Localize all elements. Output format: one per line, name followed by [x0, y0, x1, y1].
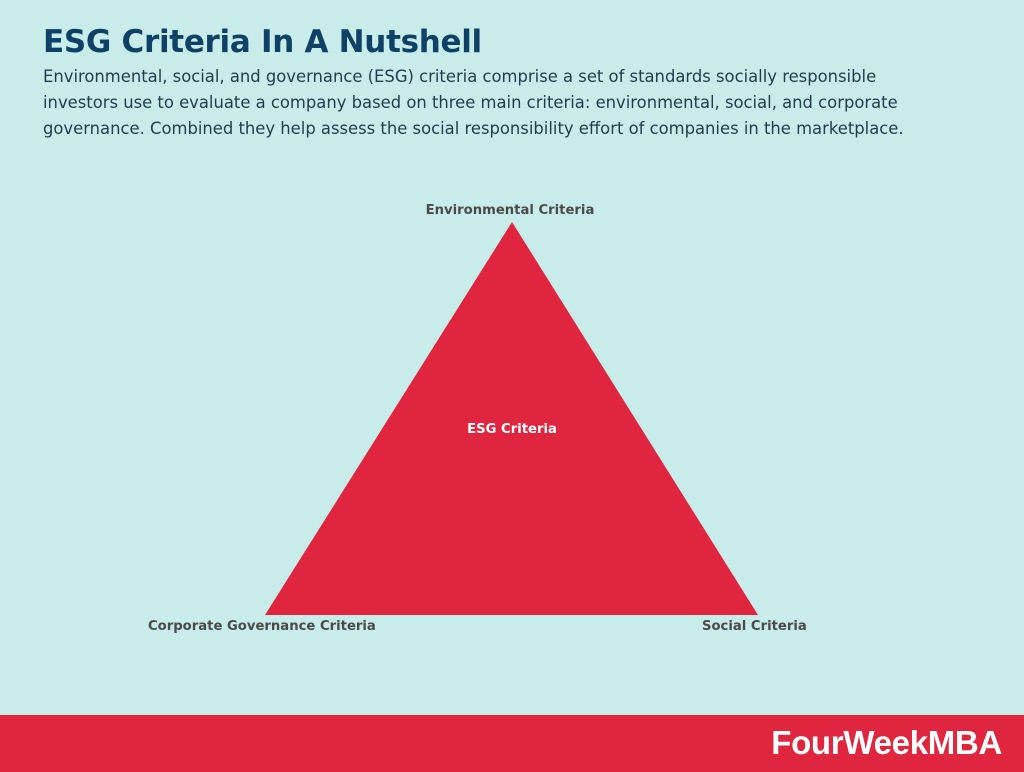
- footer-bar: FourWeekMBA: [0, 715, 1024, 772]
- page-title: ESG Criteria In A Nutshell: [43, 24, 482, 60]
- esg-triangle: [265, 222, 758, 615]
- triangle-shape: [265, 222, 758, 615]
- brand-logo-text: FourWeekMBA: [771, 724, 1002, 761]
- page-description: Environmental, social, and governance (E…: [43, 67, 904, 138]
- vertex-label-environmental: Environmental Criteria: [425, 203, 595, 218]
- center-label-esg: ESG Criteria: [467, 422, 557, 437]
- vertex-label-social: Social Criteria: [702, 619, 807, 634]
- esg-triangle-diagram: Environmental Criteria ESG Criteria Corp…: [148, 203, 807, 634]
- vertex-label-corporate-governance: Corporate Governance Criteria: [148, 619, 376, 634]
